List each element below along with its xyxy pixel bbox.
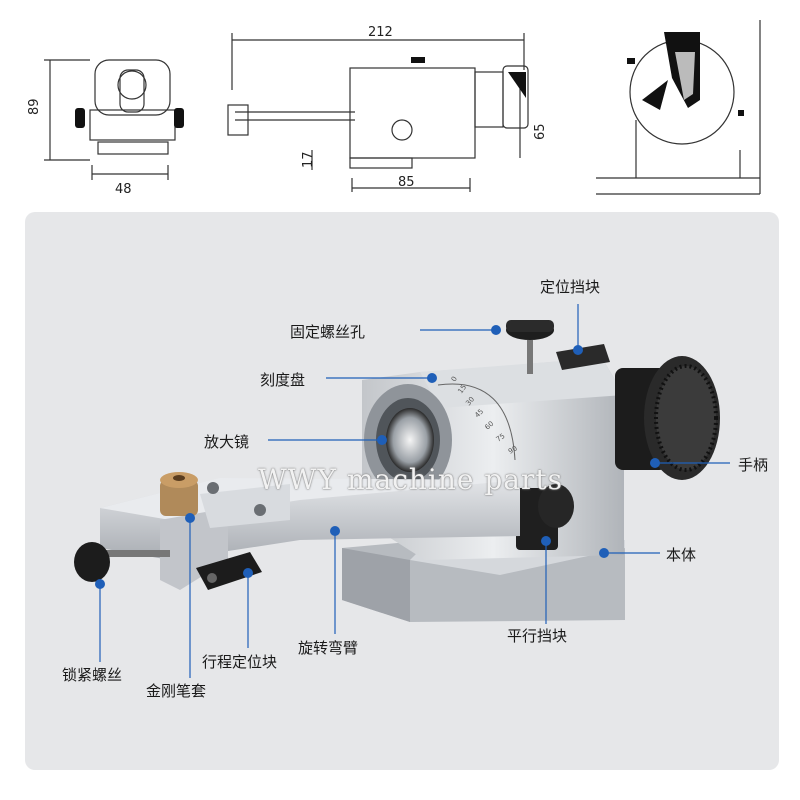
- dim-48: 48: [115, 182, 132, 197]
- base-block-side: [342, 548, 410, 622]
- fixing-screw-shaft: [527, 340, 533, 374]
- detail-view-grinding-wheel: [675, 52, 695, 100]
- fixing-screw-knob-top: [506, 320, 554, 332]
- callout-positioning-stop: 定位挡块: [540, 278, 601, 296]
- callout-parallel-stop: 平行挡块: [507, 627, 568, 645]
- leader-dots: [95, 325, 660, 589]
- diamond-pen-sleeve-hole: [173, 475, 185, 481]
- leader-lines: [99, 304, 730, 678]
- callout-travel-stop: 行程定位块: [202, 653, 278, 671]
- dial-tick-5: 75: [495, 432, 507, 444]
- dial-tick-2: 30: [464, 395, 476, 407]
- dial-tick-0: 0: [450, 375, 459, 383]
- side-view-handle-mark: [508, 72, 526, 98]
- dial-tick-1: 15: [456, 383, 468, 395]
- lock-screw-knob: [74, 542, 110, 582]
- side-view: [227, 33, 529, 192]
- dim-17: 17: [301, 151, 316, 168]
- detail-view-diamond-tip: [642, 80, 668, 110]
- arm-plate: [200, 484, 290, 528]
- detail-view-marker-left: [627, 58, 635, 64]
- lock-screw-shaft: [100, 550, 170, 557]
- detail-view-marker-right: [738, 110, 744, 116]
- front-view: [44, 59, 176, 180]
- plate-screw-2: [254, 504, 266, 516]
- technical-drawing: 89 48 212 65 17 85: [27, 20, 761, 197]
- dim-89: 89: [27, 98, 42, 115]
- side-view-top-knob: [411, 57, 425, 63]
- callout-magnifier: 放大镜: [204, 433, 250, 451]
- callout-fixing-screw-hole: 固定螺丝孔: [290, 323, 366, 341]
- callout-diamond-pen-sleeve: 金刚笔套: [146, 682, 207, 700]
- plate-screw-1: [207, 482, 219, 494]
- positioning-stop-block: [556, 344, 610, 370]
- dim-65: 65: [533, 123, 548, 140]
- diamond-pen-sleeve: [160, 480, 198, 516]
- dial-tick-6: 90: [507, 444, 519, 455]
- dial-scale-arc: [437, 383, 516, 461]
- watermark: WWY machine parts: [258, 463, 563, 496]
- magnifier-lens: [386, 408, 434, 472]
- callout-rotary-arm: 旋转弯臂: [298, 639, 359, 657]
- dial-tick-4: 60: [483, 420, 495, 432]
- main-body-top: [420, 358, 624, 408]
- callout-dial: 刻度盘: [260, 371, 306, 389]
- dial-tick-3: 45: [473, 407, 485, 419]
- travel-stop-pin: [207, 573, 217, 583]
- front-view-knob-left: [75, 108, 85, 128]
- front-view-knob-right: [174, 108, 184, 128]
- callout-body: 本体: [666, 546, 697, 564]
- dim-85: 85: [398, 175, 415, 190]
- handwheel-knurl: [654, 364, 718, 472]
- parallel-stop-knob: [538, 484, 574, 528]
- dim-212: 212: [368, 25, 393, 40]
- callout-lock-screw: 锁紧螺丝: [62, 666, 123, 684]
- callout-handle: 手柄: [738, 456, 769, 474]
